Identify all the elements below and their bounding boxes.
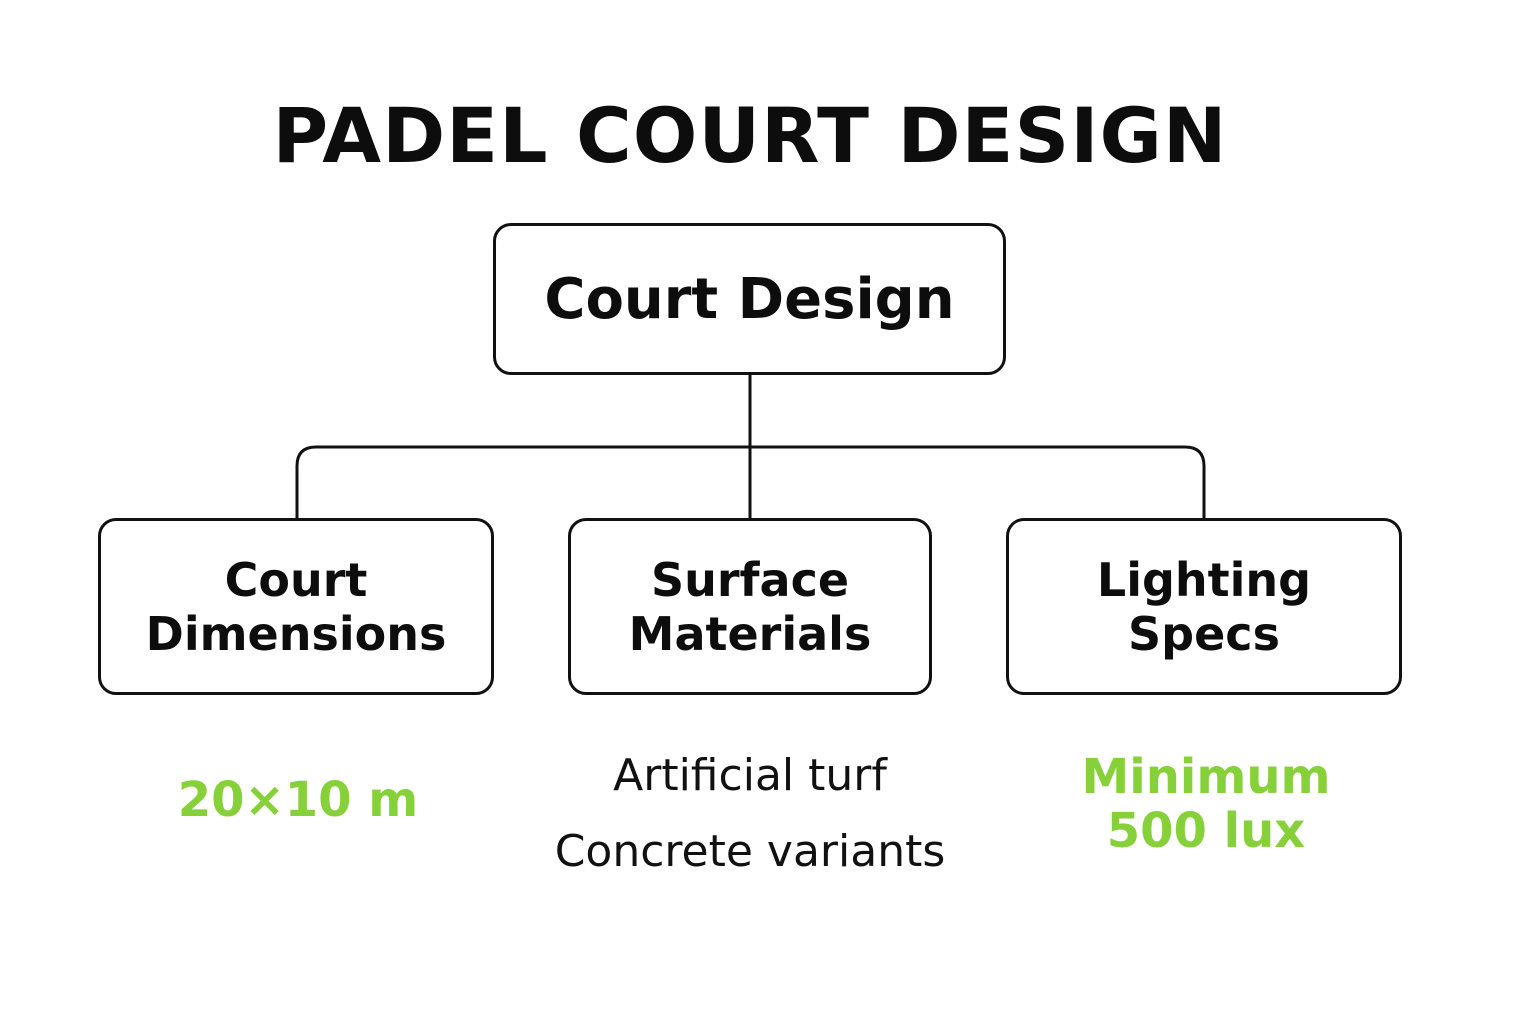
root-node-label: Court Design bbox=[544, 266, 955, 332]
detail-surface-materials: Artificial turf Concrete variants bbox=[500, 738, 1000, 890]
detail-line: Artificial turf bbox=[613, 750, 887, 801]
page-title: PADEL COURT DESIGN bbox=[272, 91, 1228, 180]
node-surface-materials: Surface Materials bbox=[568, 518, 932, 695]
node-label-line: Materials bbox=[628, 606, 872, 661]
connector-branch-left bbox=[295, 445, 752, 520]
node-label-line: Lighting bbox=[1096, 552, 1312, 607]
node-lighting-specs: Lighting Specs bbox=[1006, 518, 1402, 695]
node-label-line: Specs bbox=[1128, 606, 1280, 661]
detail-court-dimensions: 20×10 m bbox=[98, 772, 498, 828]
node-label-line: Surface bbox=[650, 552, 850, 607]
node-court-dimensions: Court Dimensions bbox=[98, 518, 494, 695]
connector-branch-right bbox=[748, 445, 1206, 520]
root-node-court-design: Court Design bbox=[493, 223, 1006, 375]
node-label-line: Dimensions bbox=[145, 606, 447, 661]
detail-line: Minimum bbox=[1081, 749, 1331, 805]
detail-line: Concrete variants bbox=[554, 826, 946, 877]
node-label-line: Court bbox=[224, 552, 368, 607]
detail-line: 500 lux bbox=[1106, 803, 1306, 859]
detail-lighting-specs: Minimum 500 lux bbox=[1006, 750, 1406, 858]
detail-line: 20×10 m bbox=[177, 772, 419, 828]
